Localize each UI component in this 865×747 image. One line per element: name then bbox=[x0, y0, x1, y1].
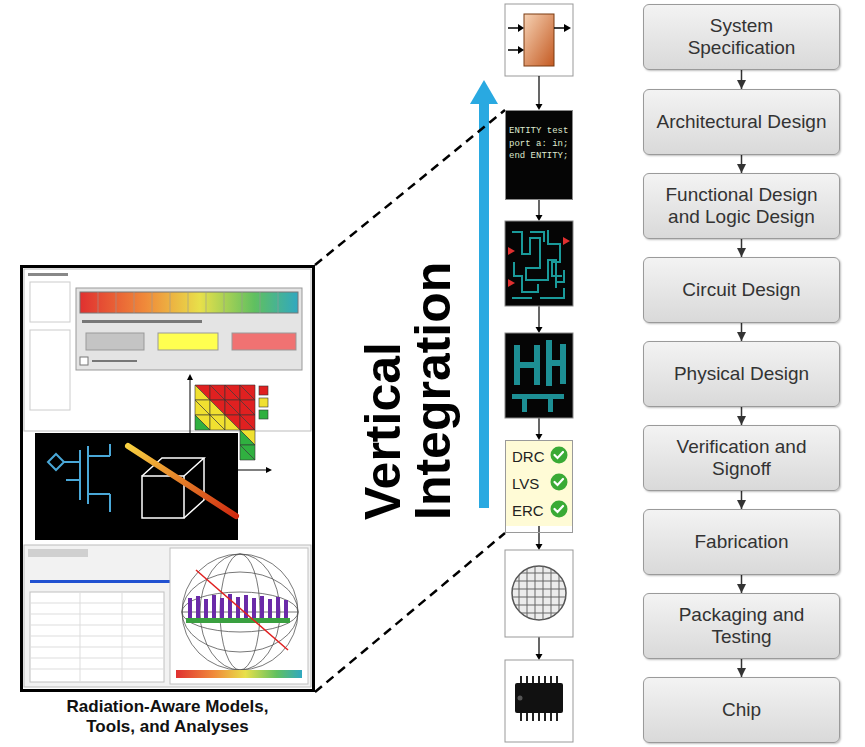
tool-panel: Radiation-Aware Models, Tools, and Analy… bbox=[20, 265, 315, 692]
step-label: System Specification bbox=[656, 15, 827, 59]
process-box: Architectural Design bbox=[643, 89, 840, 155]
block-icon bbox=[505, 4, 573, 76]
process-box: Circuit Design bbox=[643, 257, 840, 323]
process-box: Verification and Signoff bbox=[643, 425, 840, 491]
tool-screenshot bbox=[24, 269, 311, 431]
process-box: Physical Design bbox=[643, 341, 840, 407]
wafer-icon bbox=[505, 550, 573, 637]
integration-arrow bbox=[470, 80, 498, 508]
zoom-leader bbox=[315, 533, 505, 692]
process-box: Fabrication bbox=[643, 509, 840, 575]
particle-strike-picture bbox=[35, 433, 238, 540]
flow-arrow bbox=[741, 491, 743, 509]
check-label: ERC bbox=[512, 497, 572, 524]
step-label: Chip bbox=[722, 699, 761, 721]
flow-arrow bbox=[741, 323, 743, 341]
flow-arrow bbox=[741, 575, 743, 593]
process-box: Packaging and Testing bbox=[643, 593, 840, 659]
check-label: LVS bbox=[512, 470, 572, 497]
schematic-icon bbox=[505, 221, 573, 306]
process-box: System Specification bbox=[643, 4, 840, 70]
chip-icon bbox=[505, 660, 573, 742]
flow-arrow bbox=[741, 659, 743, 677]
signoff-icon bbox=[505, 440, 573, 526]
code-text: ENTITY test port a: in; end ENTITY; bbox=[509, 125, 570, 163]
simulation-screenshot bbox=[24, 545, 311, 687]
flow-arrow bbox=[741, 70, 743, 89]
step-label: Packaging and Testing bbox=[656, 604, 827, 648]
step-label: Circuit Design bbox=[682, 279, 800, 301]
step-label: Fabrication bbox=[695, 531, 789, 553]
check-label: DRC bbox=[512, 443, 572, 470]
signoff-checklist: DRCLVSERC bbox=[505, 440, 573, 533]
zoom-leader bbox=[315, 110, 505, 265]
code-screen: ENTITY test port a: in; end ENTITY; bbox=[505, 110, 573, 200]
vertical-label: Vertical Integration bbox=[358, 250, 458, 520]
flow-arrow bbox=[741, 407, 743, 425]
panel-caption: Radiation-Aware Models, Tools, and Analy… bbox=[45, 697, 290, 738]
step-label: Functional Design and Logic Design bbox=[656, 184, 827, 228]
step-label: Verification and Signoff bbox=[656, 436, 827, 480]
flow-arrow bbox=[741, 155, 743, 173]
process-box: Functional Design and Logic Design bbox=[643, 173, 840, 239]
step-label: Physical Design bbox=[674, 363, 809, 385]
layout-icon bbox=[505, 333, 573, 418]
flow-arrow bbox=[741, 239, 743, 257]
process-box: Chip bbox=[643, 677, 840, 743]
step-label: Architectural Design bbox=[656, 111, 826, 133]
